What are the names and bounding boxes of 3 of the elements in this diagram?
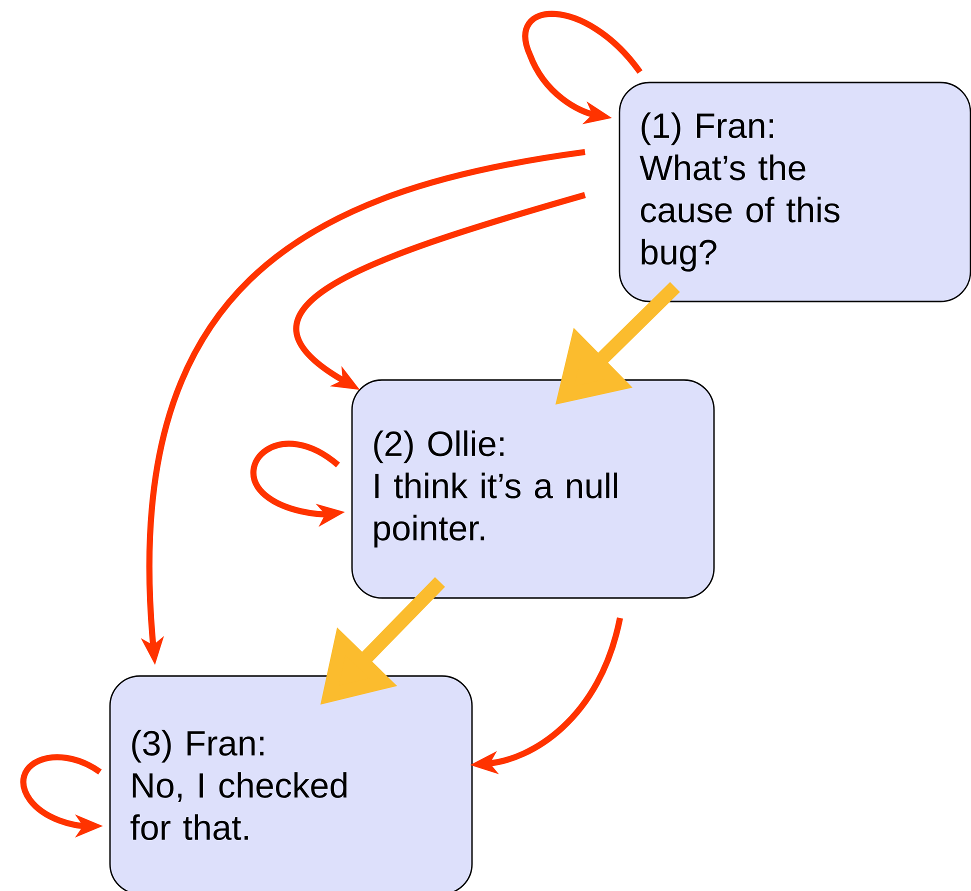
speech-box: (1) Fran: What’s the cause of this bug? bbox=[618, 82, 971, 302]
speech-box: (3) Fran: No, I checked for that. bbox=[109, 675, 473, 891]
speech-box: (2) Ollie: I think it’s a null pointer. bbox=[351, 379, 715, 599]
